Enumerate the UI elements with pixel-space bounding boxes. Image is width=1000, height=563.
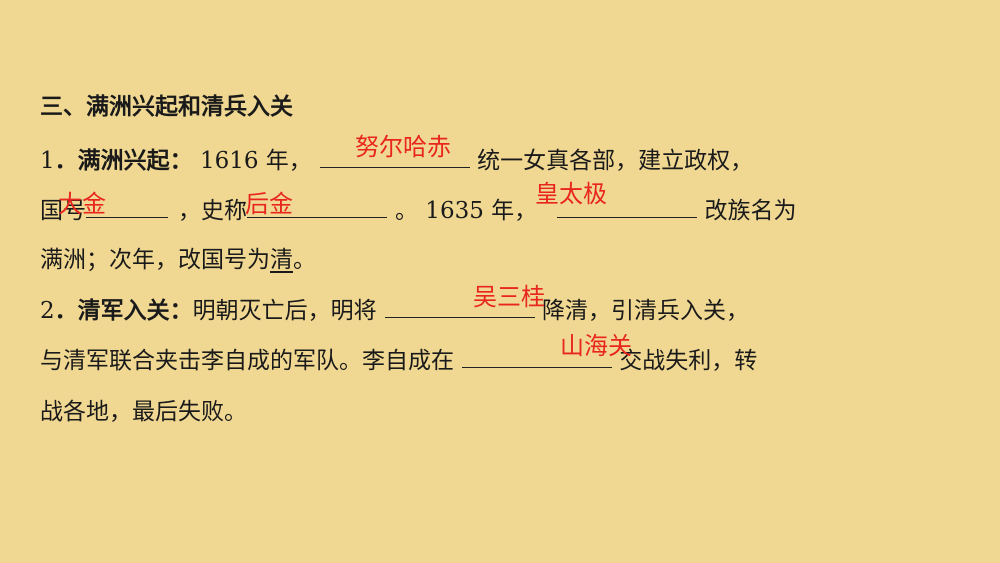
answer-wusangui: 吴三桂 [473, 283, 545, 311]
item2-heading: ．清军入关： [54, 298, 193, 324]
answer-shanhaiguan: 山海关 [560, 332, 632, 360]
blank-renamer [557, 195, 698, 218]
answer-houjin: 后金 [245, 190, 293, 218]
text-1635: 。 1635 年， [395, 198, 538, 224]
text-guohao: 国号 [40, 198, 86, 224]
blank-general [384, 295, 535, 318]
item1-heading: ．满洲兴起： [54, 148, 193, 174]
answer-nurhaci: 努尔哈赤 [355, 133, 451, 161]
item1-line3: 满洲；次年，改国号为清。 [40, 245, 316, 275]
blank-founder [319, 145, 470, 168]
item1-text-year: 1616 年， [192, 148, 312, 174]
item2-text-alliance: 与清军联合夹击李自成的军队。李自成在 [40, 348, 454, 374]
item1-text-unify: 统一女真各部，建立政权， [469, 148, 754, 174]
text-period: 。 [293, 247, 316, 273]
item2-text-surrender: 降清，引清兵入关， [534, 298, 749, 324]
blank-shicheng [247, 195, 387, 218]
item2-number: 2 [40, 298, 55, 324]
text-manzhou: 满洲；次年，改国号为 [40, 247, 270, 273]
blank-battle-place [462, 345, 612, 368]
section-title: 三、满洲兴起和清兵入关 [40, 94, 293, 120]
text-shicheng: ，史称 [178, 198, 247, 224]
answer-huangtaiji: 皇太极 [535, 180, 607, 208]
item2-line1: 2．清军入关：明朝灭亡后，明将 降清，引清兵入关， [40, 295, 749, 326]
blank-guohao [86, 195, 168, 218]
item1-line1: 1．满洲兴起： 1616 年， 统一女真各部，建立政权， [40, 145, 753, 176]
answer-qing: 清 [270, 247, 293, 273]
item2-line2: 与清军联合夹击李自成的军队。李自成在 交战失利，转 [40, 345, 757, 376]
item1-number: 1 [40, 148, 55, 174]
item2-text-defeat: 交战失利，转 [612, 348, 758, 374]
text-rename: 改族名为 [697, 198, 797, 224]
item1-line2: 国号 ，史称 。 1635 年， 改族名为 [40, 195, 796, 226]
item2-line3: 战各地，最后失败。 [40, 399, 247, 425]
item2-text-ming: 明朝灭亡后，明将 [192, 298, 377, 324]
answer-dajin: 大金 [58, 190, 106, 218]
